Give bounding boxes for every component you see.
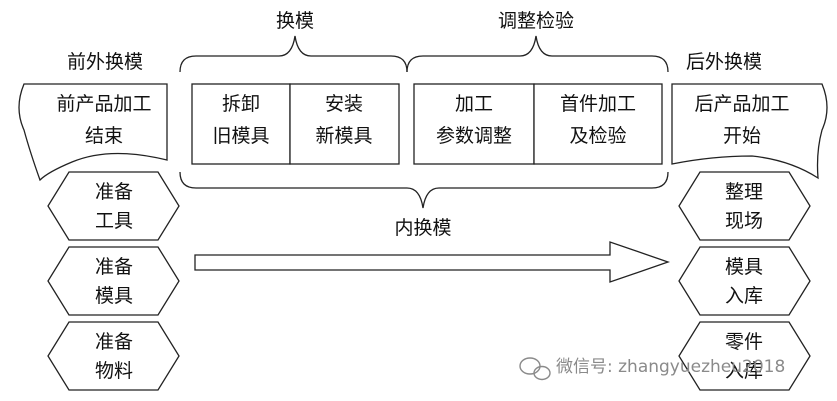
internal-step-box <box>413 83 535 165</box>
internal-change-brace <box>179 171 669 209</box>
internal-step-box <box>191 83 291 165</box>
flow-arrow <box>194 241 670 283</box>
left-task-line: 准备 <box>95 331 133 353</box>
change-mold-brace <box>179 35 408 73</box>
left-end-card-line2: 结束 <box>85 125 123 147</box>
internal-step-line: 旧模具 <box>212 125 269 147</box>
left-end-card <box>18 83 168 182</box>
left-task-line: 模具 <box>95 285 133 307</box>
change-mold-label: 换模 <box>276 10 314 32</box>
right-task-hexagon <box>678 246 811 316</box>
right-task-line: 零件 <box>725 331 763 353</box>
right-task-line: 整理 <box>725 181 763 203</box>
internal-step-line: 及检验 <box>569 125 626 147</box>
adjust-inspect-brace <box>406 35 669 73</box>
right-end-card <box>671 83 828 180</box>
right-task-line: 入库 <box>725 360 763 382</box>
right-task-line: 现场 <box>725 210 763 232</box>
left-task-line: 准备 <box>95 181 133 203</box>
internal-step-line: 首件加工 <box>560 93 636 115</box>
right-task-line: 模具 <box>725 256 763 278</box>
pre-external-label: 前外换模 <box>67 51 143 73</box>
left-task-hexagon <box>47 321 180 391</box>
internal-step-line: 拆卸 <box>222 93 260 115</box>
right-task-line: 入库 <box>725 285 763 307</box>
internal-step-box <box>533 83 663 165</box>
internal-step-box <box>289 83 400 165</box>
left-task-hexagon <box>47 171 180 241</box>
left-end-card-line1: 前产品加工 <box>56 93 151 115</box>
right-end-card-line1: 后产品加工 <box>694 93 789 115</box>
wechat-icon <box>519 357 551 381</box>
left-task-line: 工具 <box>95 210 133 232</box>
internal-step-line: 参数调整 <box>436 125 512 147</box>
left-task-line: 准备 <box>95 256 133 278</box>
right-task-hexagon <box>678 321 811 391</box>
left-task-hexagon <box>47 246 180 316</box>
right-end-card-line2: 开始 <box>723 125 761 147</box>
internal-step-line: 安装 <box>325 93 363 115</box>
internal-step-line: 新模具 <box>315 125 372 147</box>
adjust-inspect-label: 调整检验 <box>498 10 574 32</box>
internal-step-line: 加工 <box>455 93 493 115</box>
right-task-hexagon <box>678 171 811 241</box>
left-task-line: 物料 <box>95 360 133 382</box>
watermark-text: 微信号: zhangyuezheu2018 <box>556 357 785 377</box>
post-external-label: 后外换模 <box>686 51 762 73</box>
internal-change-label: 内换模 <box>394 217 451 239</box>
